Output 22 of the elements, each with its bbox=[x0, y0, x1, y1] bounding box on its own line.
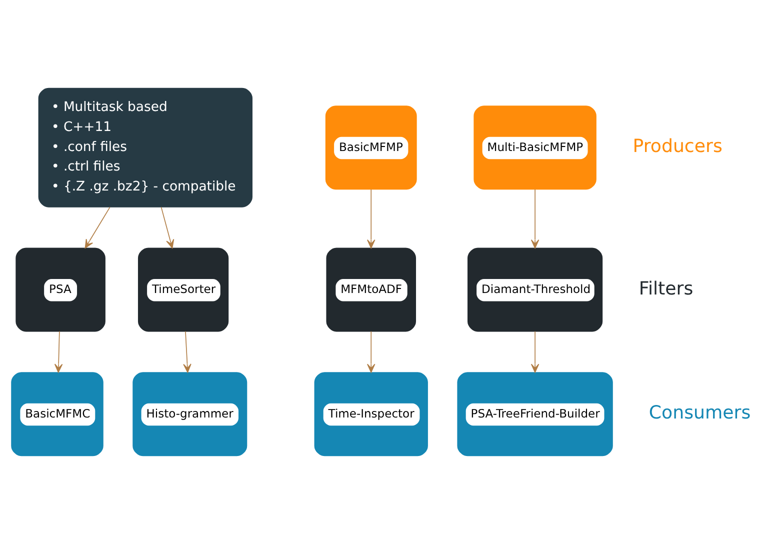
arrow bbox=[530, 188, 540, 248]
arrow bbox=[367, 188, 376, 248]
label: Producers bbox=[632, 136, 722, 157]
arrow bbox=[54, 330, 63, 372]
node-box: PSA-TreeFriend-Builder bbox=[457, 372, 613, 456]
node-box: Histo-grammer bbox=[132, 372, 248, 456]
arrow bbox=[367, 330, 376, 372]
node-box: MFMtoADF bbox=[326, 247, 416, 332]
label: Filters bbox=[638, 278, 694, 299]
node-box: • Multitask based • C++11 • .conf files • .ctrl files • {.Z .gz .bz2} - compatible bbox=[38, 87, 252, 207]
node-box: Diamant-Threshold bbox=[468, 247, 603, 332]
arrow bbox=[183, 330, 192, 372]
node-box: Time-Inspector bbox=[314, 372, 428, 456]
node-box: TimeSorter bbox=[138, 247, 229, 332]
arrow bbox=[84, 206, 110, 248]
arrow bbox=[530, 330, 540, 372]
node-box: PSA bbox=[16, 247, 106, 332]
label: Consumers bbox=[648, 402, 751, 424]
node-box: BasicMFMC bbox=[11, 372, 104, 456]
node-box: BasicMFMP bbox=[325, 105, 417, 190]
arrow bbox=[160, 206, 174, 248]
node-box: Multi-BasicMFMP bbox=[474, 105, 596, 190]
